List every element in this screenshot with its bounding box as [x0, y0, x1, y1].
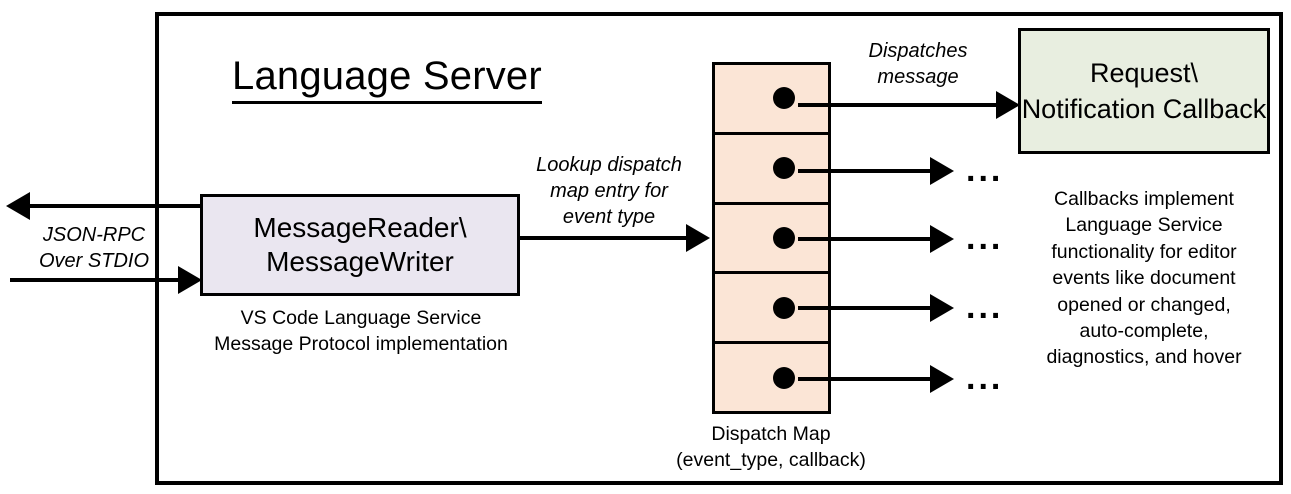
dispatch-row-4-ellipsis: ...	[966, 288, 1004, 326]
request-notification-callback-node[interactable]: Request\ Notification Callback	[1018, 28, 1270, 154]
language-server-boundary	[155, 12, 1283, 485]
dispatch-row-1-line	[798, 103, 1006, 107]
connector-dot-icon	[773, 366, 795, 389]
dispatch-map-row[interactable]	[715, 65, 828, 135]
dispatch-row-5-arrowhead	[930, 365, 954, 393]
connector-dot-icon	[773, 157, 795, 180]
dispatch-map-row[interactable]	[715, 344, 828, 411]
dispatch-row-2-arrowhead	[930, 157, 954, 185]
connector-dot-icon	[773, 226, 795, 249]
outbound-io-arrowhead	[6, 192, 30, 220]
jsonrpc-stdio-label: JSON-RPC Over STDIO	[38, 224, 149, 272]
connector-dot-icon	[773, 296, 795, 319]
callback-description: Callbacks implement Language Service fun…	[1046, 188, 1242, 369]
page-title: Language Server	[232, 52, 542, 104]
message-reader-writer-label: MessageReader\ MessageWriter	[253, 212, 467, 277]
dispatch-row-3-ellipsis: ...	[966, 219, 1004, 257]
dispatch-row-2-ellipsis: ...	[966, 151, 1004, 189]
lookup-dispatch-label: Lookup dispatch map entry for event type	[536, 154, 682, 228]
dispatch-row-5-ellipsis: ...	[966, 359, 1004, 397]
dispatch-row-4-arrowhead	[930, 294, 954, 322]
dispatch-map-caption: Dispatch Map (event_type, callback)	[676, 423, 866, 471]
request-notification-callback-label: Request\ Notification Callback	[1021, 58, 1267, 124]
dispatch-map-row[interactable]	[715, 274, 828, 345]
lookup-edge-arrowhead	[686, 224, 710, 252]
connector-dot-icon	[773, 87, 795, 110]
message-reader-writer-caption: VS Code Language Service Message Protoco…	[214, 307, 508, 355]
lookup-edge-line	[520, 236, 688, 240]
inbound-io-arrowhead	[178, 266, 202, 294]
dispatch-map-table[interactable]	[712, 62, 831, 414]
dispatch-row-3-arrowhead	[930, 225, 954, 253]
dispatch-row-5-line	[798, 377, 938, 381]
inbound-io-line	[10, 278, 182, 282]
dispatch-row-3-line	[798, 237, 938, 241]
outbound-io-line	[30, 204, 206, 208]
dispatch-map-row[interactable]	[715, 205, 828, 275]
dispatches-message-label: Dispatches message	[868, 40, 968, 88]
dispatch-row-4-line	[798, 306, 938, 310]
dispatch-map-row[interactable]	[715, 135, 828, 205]
message-reader-writer-node[interactable]: MessageReader\ MessageWriter	[200, 194, 520, 296]
dispatch-row-1-arrowhead	[996, 91, 1020, 119]
dispatch-row-2-line	[798, 169, 938, 173]
